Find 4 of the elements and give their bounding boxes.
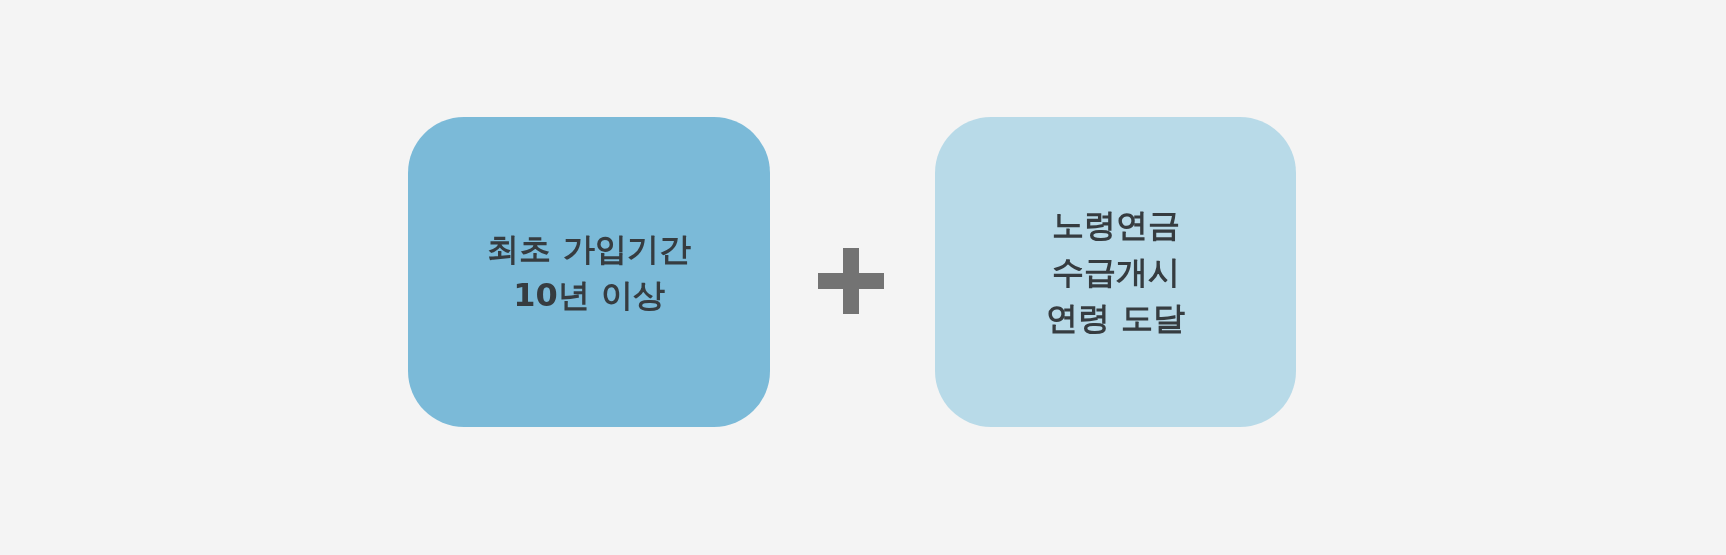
card-text: 최초 가입기간 10년 이상 <box>486 228 692 316</box>
rounded-card <box>408 117 770 427</box>
rounded-card <box>935 117 1296 427</box>
card-text: 노령연금 수급개시 연령 도달 <box>1044 205 1187 340</box>
